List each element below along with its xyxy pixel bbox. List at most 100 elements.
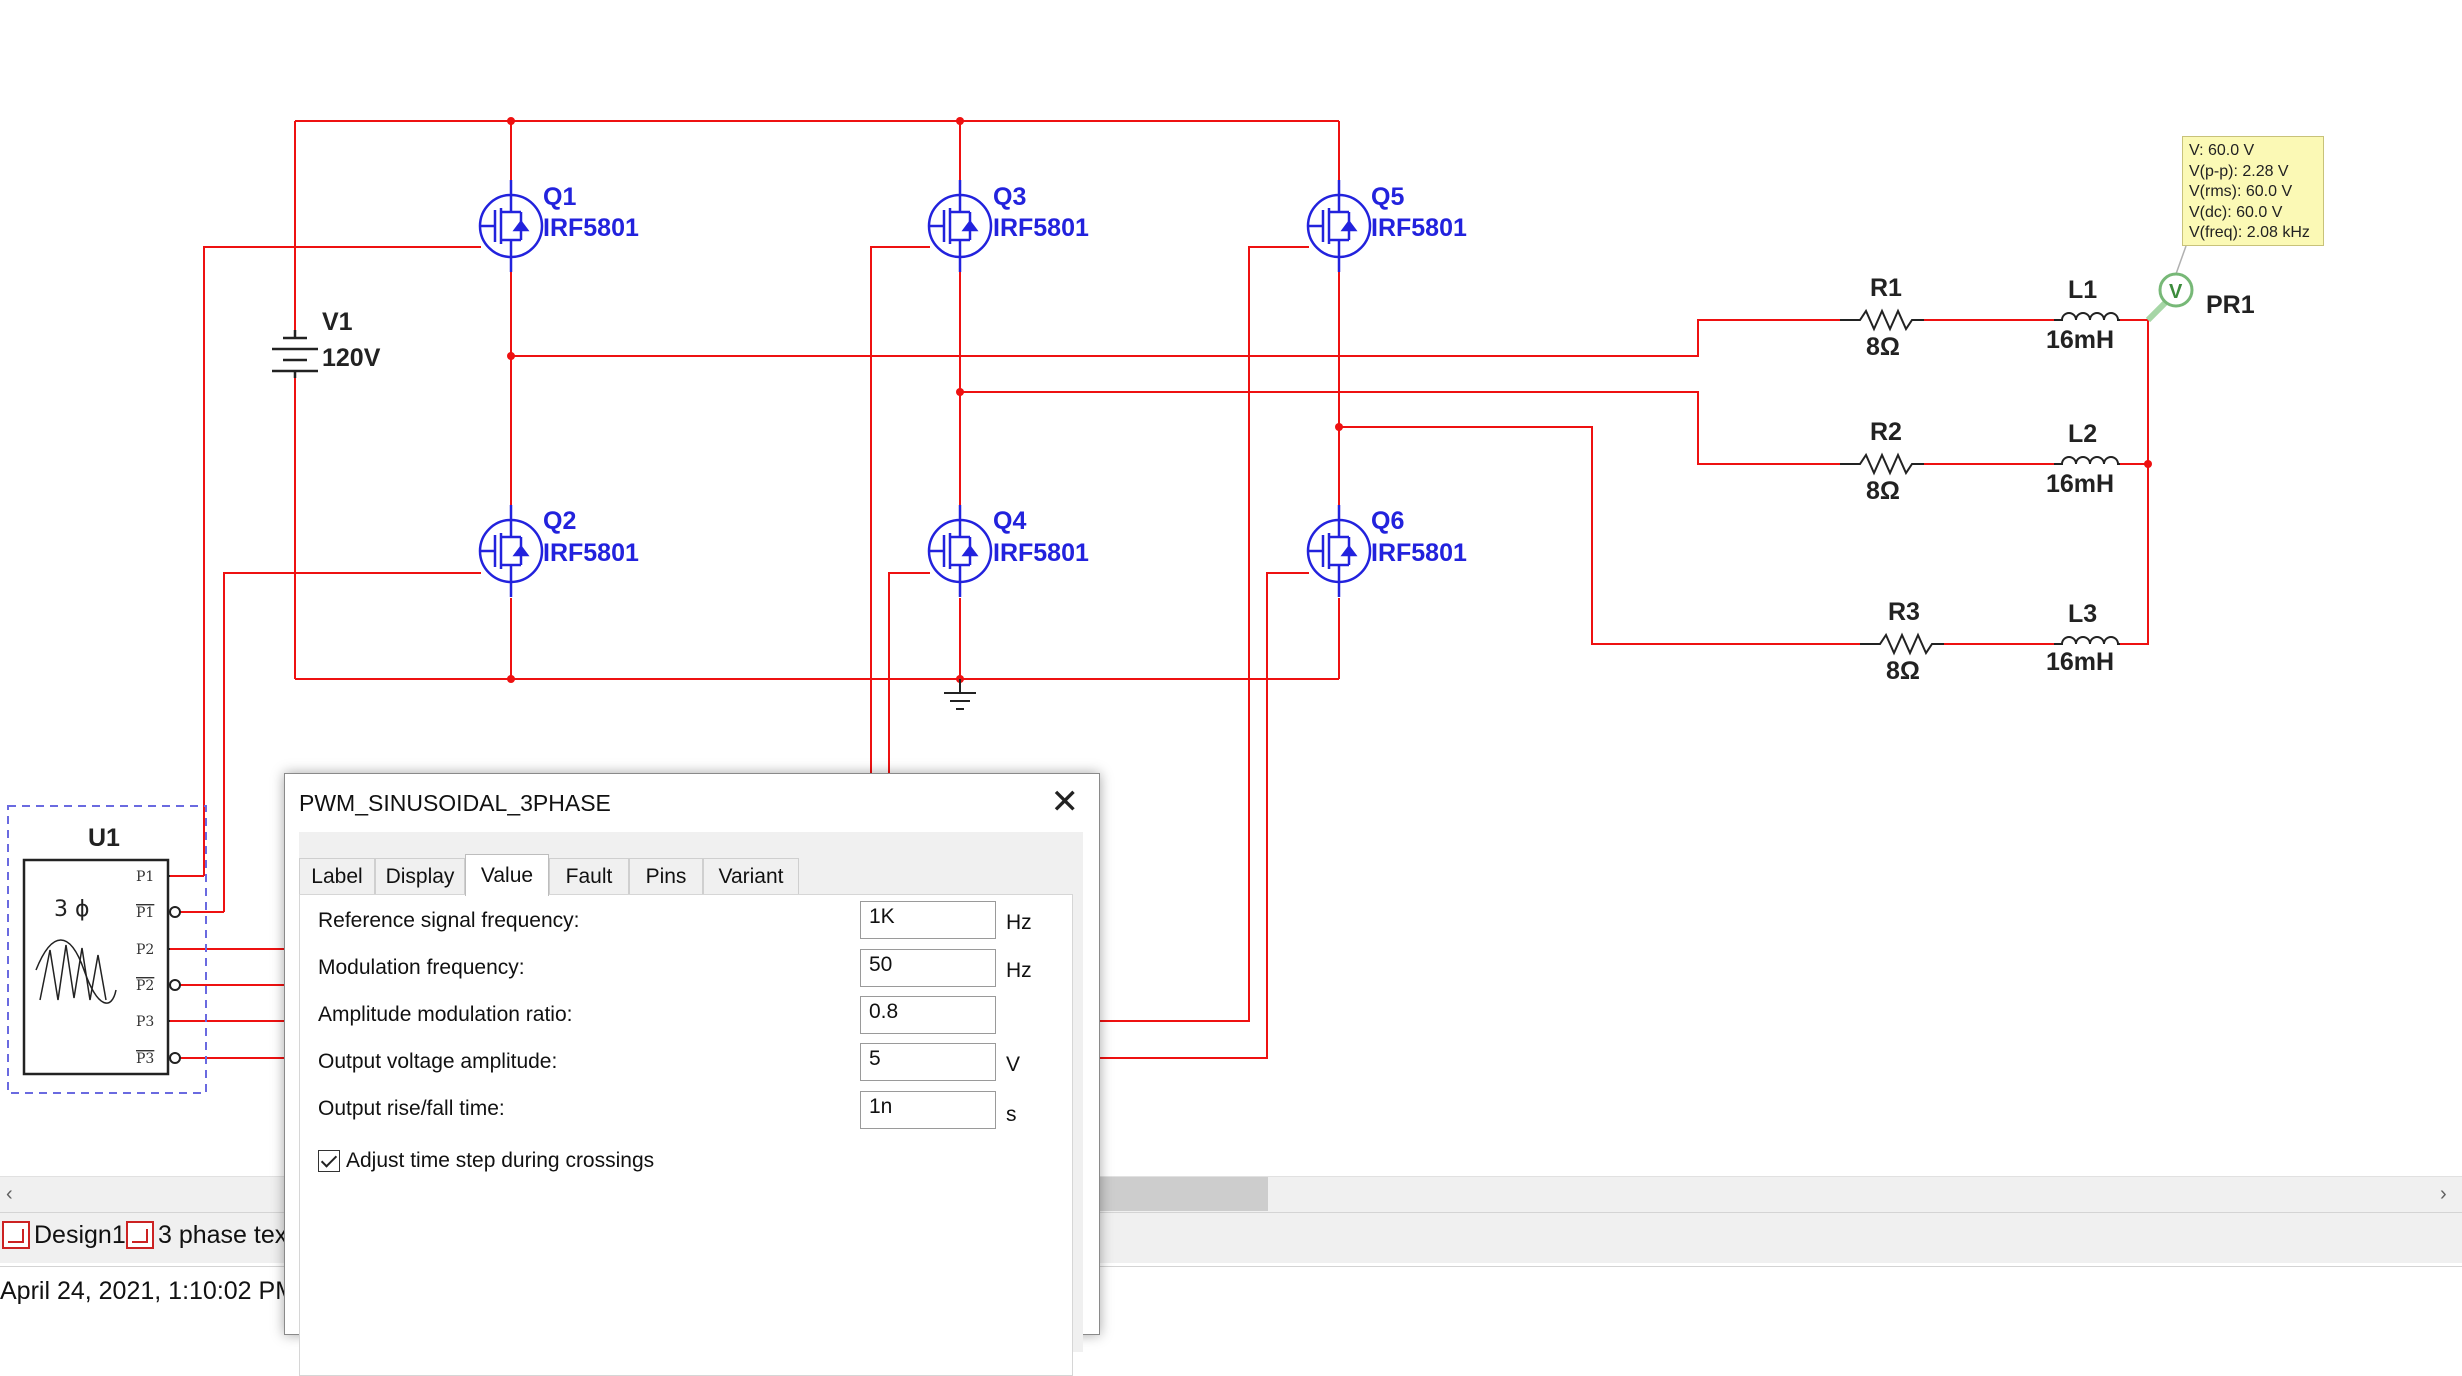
checkbox-label: Adjust time step during crossings xyxy=(346,1149,655,1172)
modulation-frequency-input[interactable]: 50 xyxy=(860,949,996,987)
dialog-title: PWM_SINUSOIDAL_3PHASE xyxy=(299,790,611,816)
u1-pin-label: P3 xyxy=(136,1051,154,1067)
scroll-right-icon[interactable]: › xyxy=(2440,1183,2447,1205)
param-label: Reference signal frequency: xyxy=(318,909,580,932)
l1-value-label: 16mH xyxy=(2046,326,2114,354)
u1-pins: P1 P1 P2 P2 P3 P3 xyxy=(136,869,154,1067)
schematic-canvas[interactable]: Q1 IRF5801 Q2 IRF5801 Q3 IRF5801 Q4 IRF5… xyxy=(0,0,2462,1176)
mosfet-q5-symbol[interactable] xyxy=(1306,180,1372,272)
reference-frequency-input[interactable]: 1K xyxy=(860,901,996,939)
value-panel: Reference signal frequency: 1K Hz Modula… xyxy=(299,894,1073,1376)
mosfet-q4-symbol[interactable] xyxy=(927,505,993,597)
close-icon[interactable]: ✕ xyxy=(1050,783,1080,821)
tab-variant[interactable]: Variant xyxy=(703,858,799,894)
schematic-file-icon xyxy=(126,1221,154,1249)
pr1-ref-label: PR1 xyxy=(2206,291,2255,319)
status-timestamp: April 24, 2021, 1:10:02 PM xyxy=(0,1277,297,1305)
u1-sine-icon xyxy=(35,939,117,1004)
param-label: Amplitude modulation ratio: xyxy=(318,1003,573,1026)
u1-waveform-icon xyxy=(39,944,107,1001)
output-voltage-input[interactable]: 5 xyxy=(860,1043,996,1081)
param-unit: V xyxy=(1006,1053,1021,1076)
probe-callout-line xyxy=(2175,245,2187,275)
tab-fault[interactable]: Fault xyxy=(549,858,629,894)
u1-pin-label: P2 xyxy=(136,942,154,958)
param-label: Output rise/fall time: xyxy=(318,1097,505,1120)
l3-value-label: 16mH xyxy=(2046,648,2114,676)
r3-value-label: 8Ω xyxy=(1886,657,1920,685)
inductor-l1-symbol[interactable] xyxy=(2054,312,2120,321)
r1-ref-label: R1 xyxy=(1870,274,1902,302)
wires xyxy=(170,120,2149,1059)
u1-selection-box xyxy=(7,805,207,1094)
q3-ref-label: Q3 xyxy=(993,183,1026,211)
q1-ref-label: Q1 xyxy=(543,183,576,211)
tab-label[interactable]: Label xyxy=(299,858,375,894)
ground-symbol xyxy=(944,679,976,710)
q6-ref-label: Q6 xyxy=(1371,507,1404,535)
resistor-r1-symbol[interactable] xyxy=(1840,308,1924,332)
inductor-l2-symbol[interactable] xyxy=(2054,456,2120,465)
q2-ref-label: Q2 xyxy=(543,507,576,535)
tab-display[interactable]: Display xyxy=(375,858,465,894)
probe-lead xyxy=(2145,299,2169,323)
q3-model-label: IRF5801 xyxy=(993,214,1089,242)
junctions xyxy=(507,117,2152,683)
properties-dialog[interactable]: PWM_SINUSOIDAL_3PHASE ✕ Label Display Va… xyxy=(284,773,1100,1376)
mosfet-q6-symbol[interactable] xyxy=(1306,505,1372,597)
l2-value-label: 16mH xyxy=(2046,470,2114,498)
doc-tab-3-phase[interactable]: 3 phase tex xyxy=(126,1217,287,1253)
l3-ref-label: L3 xyxy=(2068,600,2097,628)
probe-readout-line: V(freq): 2.08 kHz xyxy=(2189,224,2310,241)
param-unit: Hz xyxy=(1006,959,1032,982)
mosfet-q2-symbol[interactable] xyxy=(478,505,544,597)
inductor-l3-symbol[interactable] xyxy=(2054,636,2120,645)
u1-pin-label: P2 xyxy=(136,978,154,994)
doc-tab-label: Design1 xyxy=(34,1220,126,1249)
r2-ref-label: R2 xyxy=(1870,418,1902,446)
u1-pin-label: P3 xyxy=(136,1014,154,1030)
mosfet-q3-symbol[interactable] xyxy=(927,180,993,272)
scroll-left-icon[interactable]: ‹ xyxy=(6,1183,13,1205)
probe-pr1-icon[interactable]: V xyxy=(2158,272,2194,308)
doc-tab-label: 3 phase tex xyxy=(158,1220,288,1249)
probe-readout-line: V: 60.0 V xyxy=(2189,142,2255,159)
param-label: Modulation frequency: xyxy=(318,956,525,979)
rise-fall-time-input[interactable]: 1n xyxy=(860,1091,996,1129)
probe-readout: V: 60.0 V V(p-p): 2.28 V V(rms): 60.0 V … xyxy=(2182,136,2324,246)
adjust-timestep-checkbox[interactable]: Adjust time step during crossings xyxy=(318,1149,654,1173)
v1-ref-label: V1 xyxy=(322,308,353,336)
probe-readout-line: V(p-p): 2.28 V xyxy=(2189,162,2289,180)
tab-pins[interactable]: Pins xyxy=(629,858,703,894)
u1-pin-label: P1 xyxy=(136,905,154,921)
probe-readout-line: V(dc): 60.0 V xyxy=(2189,203,2283,221)
probe-readout-line: V(rms): 60.0 V xyxy=(2189,183,2293,200)
q4-ref-label: Q4 xyxy=(993,507,1026,535)
param-unit: s xyxy=(1006,1103,1017,1126)
scrollbar-thumb[interactable] xyxy=(1092,1177,1268,1211)
tab-value[interactable]: Value xyxy=(465,854,549,896)
battery-v1-symbol[interactable] xyxy=(272,330,318,378)
u1-pin-stubs xyxy=(168,875,181,1064)
probe-icon-letter: V xyxy=(2169,281,2183,303)
l2-ref-label: L2 xyxy=(2068,420,2097,448)
resistor-r2-symbol[interactable] xyxy=(1840,452,1924,476)
q2-model-label: IRF5801 xyxy=(543,539,639,567)
param-label: Output voltage amplitude: xyxy=(318,1050,558,1073)
u1-symbol-label: 3 ϕ xyxy=(54,897,90,922)
param-unit: Hz xyxy=(1006,911,1032,934)
q5-model-label: IRF5801 xyxy=(1371,214,1467,242)
r1-value-label: 8Ω xyxy=(1866,333,1900,361)
dialog-body: Label Display Value Fault Pins Variant R… xyxy=(299,832,1083,1376)
r3-ref-label: R3 xyxy=(1888,598,1920,626)
q6-model-label: IRF5801 xyxy=(1371,539,1467,567)
schematic-file-icon xyxy=(2,1221,30,1249)
l1-ref-label: L1 xyxy=(2068,276,2097,304)
resistor-r3-symbol[interactable] xyxy=(1860,632,1944,656)
mosfet-q1-symbol[interactable] xyxy=(478,180,544,272)
u1-ref-label: U1 xyxy=(88,824,120,852)
doc-tab-design1[interactable]: Design1 xyxy=(2,1217,126,1253)
v1-value-label: 120V xyxy=(322,344,381,372)
checkbox-checked-icon[interactable] xyxy=(318,1150,340,1172)
amplitude-ratio-input[interactable]: 0.8 xyxy=(860,996,996,1034)
